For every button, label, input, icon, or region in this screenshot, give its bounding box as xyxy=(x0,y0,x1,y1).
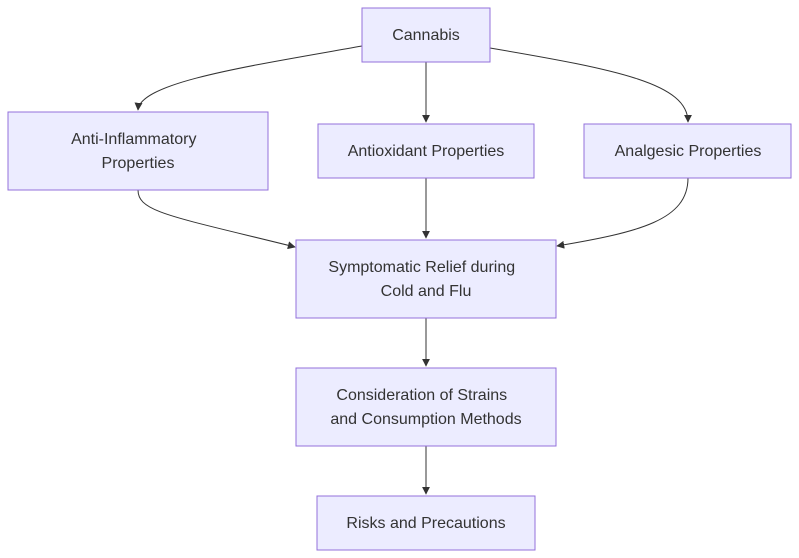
node-label-line: Risks and Precautions xyxy=(346,515,505,532)
edge-anti-inflammatory-to-symptomatic-relief xyxy=(137,189,296,250)
node-label-line: Analgesic Properties xyxy=(615,143,762,160)
node-box xyxy=(7,111,269,191)
node-antioxidant-properties: Antioxidant Properties xyxy=(317,123,535,179)
node-cannabis: Cannabis xyxy=(361,7,491,63)
node-label-line: Properties xyxy=(102,155,175,172)
node-label-line: and Consumption Methods xyxy=(330,411,521,428)
node-anti-inflammatory-properties: Anti-Inflammatory Properties xyxy=(7,111,269,191)
node-label-line: Consideration of Strains xyxy=(336,387,507,404)
svg-text:Analgesic Properties: Analgesic Properties xyxy=(615,143,762,160)
svg-text:Consideration of Strains: Consideration of Strains and Consumption… xyxy=(330,387,521,428)
node-box xyxy=(316,495,536,551)
node-analgesic-properties: Analgesic Properties xyxy=(583,123,792,179)
node-risks-and-precautions: Risks and Precautions xyxy=(316,495,536,551)
node-label-line: Cannabis xyxy=(392,27,460,44)
edges xyxy=(134,45,692,495)
svg-text:Symptomatic Relief during: Symptomatic Relief during Cold and Flu xyxy=(328,259,519,300)
node-symptomatic-relief: Symptomatic Relief during Cold and Flu xyxy=(295,239,557,319)
edge-cannabis-to-analgesic xyxy=(489,47,692,123)
svg-text:Cannabis: Cannabis xyxy=(392,27,460,44)
edge-analgesic-to-symptomatic-relief xyxy=(556,177,689,249)
node-box xyxy=(317,123,535,179)
edge-cannabis-to-anti-inflammatory xyxy=(134,45,363,111)
node-label-line: Cold and Flu xyxy=(381,283,472,300)
node-box xyxy=(583,123,792,179)
svg-text:Anti-Inflammatory Proper: Anti-Inflammatory Properties xyxy=(71,131,201,172)
node-strains-consumption: Consideration of Strains and Consumption… xyxy=(295,367,557,447)
node-box xyxy=(295,367,557,447)
node-box xyxy=(295,239,557,319)
node-label-line: Anti-Inflammatory xyxy=(71,131,196,148)
node-label-line: Antioxidant Properties xyxy=(348,143,505,160)
svg-text:Antioxidant Properties: Antioxidant Properties xyxy=(348,143,505,160)
node-label-line: Symptomatic Relief during xyxy=(328,259,515,276)
svg-text:Risks and Precautions: Risks and Precautions xyxy=(346,515,505,532)
node-box xyxy=(361,7,491,63)
